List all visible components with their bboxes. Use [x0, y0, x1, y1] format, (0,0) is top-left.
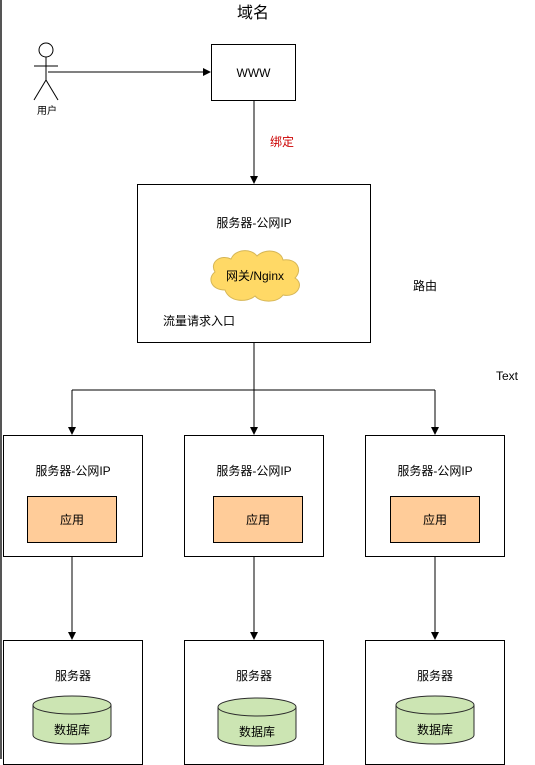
- app-server-title-1: 服务器-公网IP: [35, 464, 111, 478]
- database-icon-3: [395, 695, 475, 745]
- database-icon-2: [217, 697, 297, 747]
- bind-label: 绑定: [270, 135, 295, 149]
- app-box-2: 应用: [213, 496, 303, 543]
- text-label: Text: [496, 369, 519, 383]
- db-server-title-2: 服务器: [235, 669, 272, 683]
- db-label-3: 数据库: [416, 723, 453, 737]
- app-box-1: 应用: [27, 496, 117, 543]
- gateway-server-title: 服务器-公网IP: [216, 216, 292, 230]
- www-box: WWW: [211, 44, 296, 101]
- db-label-2: 数据库: [238, 725, 275, 739]
- www-label: WWW: [236, 65, 271, 80]
- user-label: 用户: [37, 106, 57, 117]
- user-actor-icon: [33, 42, 59, 101]
- database-icon-1: [32, 695, 112, 745]
- db-server-title-3: 服务器: [416, 669, 453, 683]
- app-label-3: 应用: [422, 513, 447, 527]
- gateway-cloud-label: 网关/Nginx: [225, 269, 284, 283]
- app-label-1: 应用: [59, 513, 84, 527]
- app-label-2: 应用: [245, 513, 270, 527]
- diagram-title: 域名: [236, 5, 269, 22]
- db-label-1: 数据库: [53, 723, 90, 737]
- gateway-cloud-icon: [210, 250, 300, 302]
- app-server-title-3: 服务器-公网IP: [397, 464, 473, 478]
- app-server-title-2: 服务器-公网IP: [216, 464, 292, 478]
- left-edge-border: [0, 0, 2, 759]
- db-server-title-1: 服务器: [54, 669, 91, 683]
- route-label: 路由: [413, 279, 438, 293]
- traffic-entry-label: 流量请求入口: [163, 314, 236, 328]
- app-box-3: 应用: [390, 496, 480, 543]
